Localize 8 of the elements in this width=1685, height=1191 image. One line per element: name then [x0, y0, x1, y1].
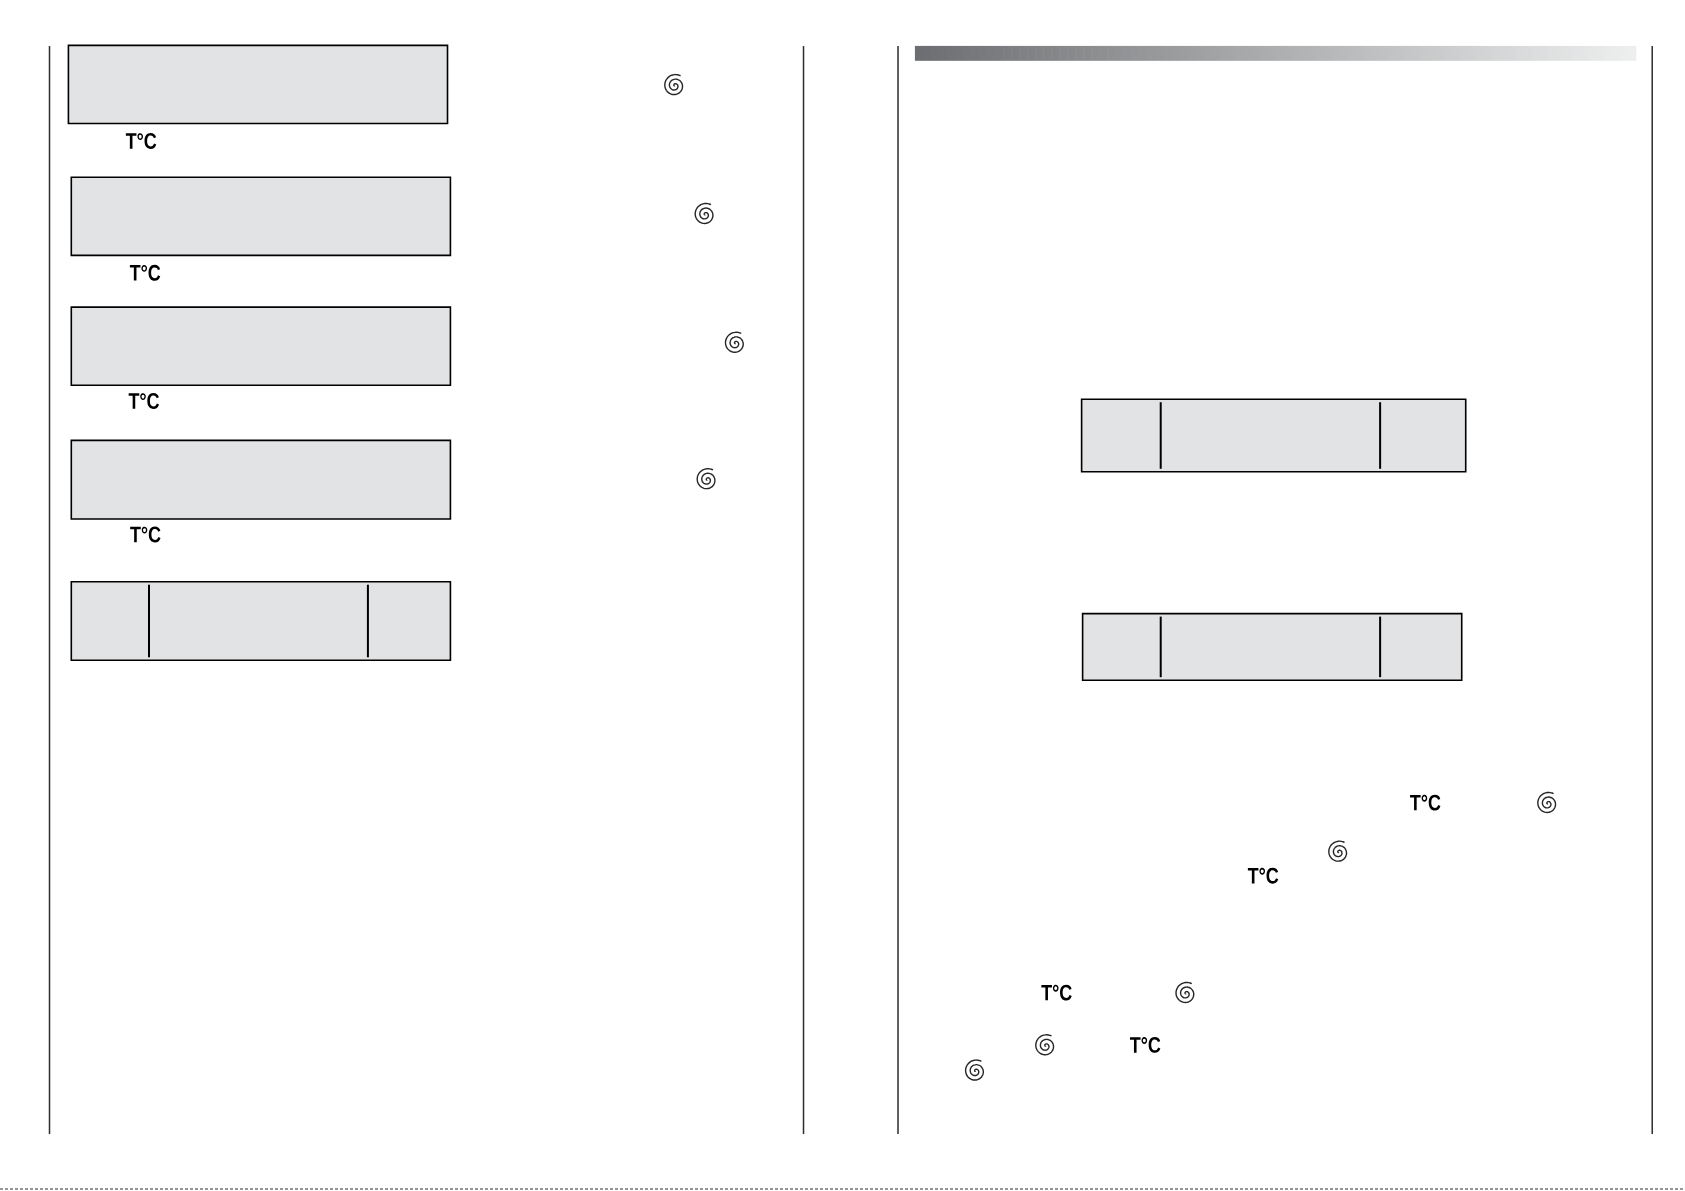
temperature-label: T°C [1130, 1036, 1161, 1053]
temperature-label: T°C [1410, 794, 1441, 811]
temperature-label: T°C [130, 526, 161, 543]
temperature-label: T°C [125, 133, 157, 149]
temperature-label: T°C [128, 393, 160, 409]
temperature-label: T°C [1041, 984, 1072, 1001]
temperature-label: T°C [1247, 867, 1279, 884]
temperature-label: T°C [129, 264, 161, 281]
